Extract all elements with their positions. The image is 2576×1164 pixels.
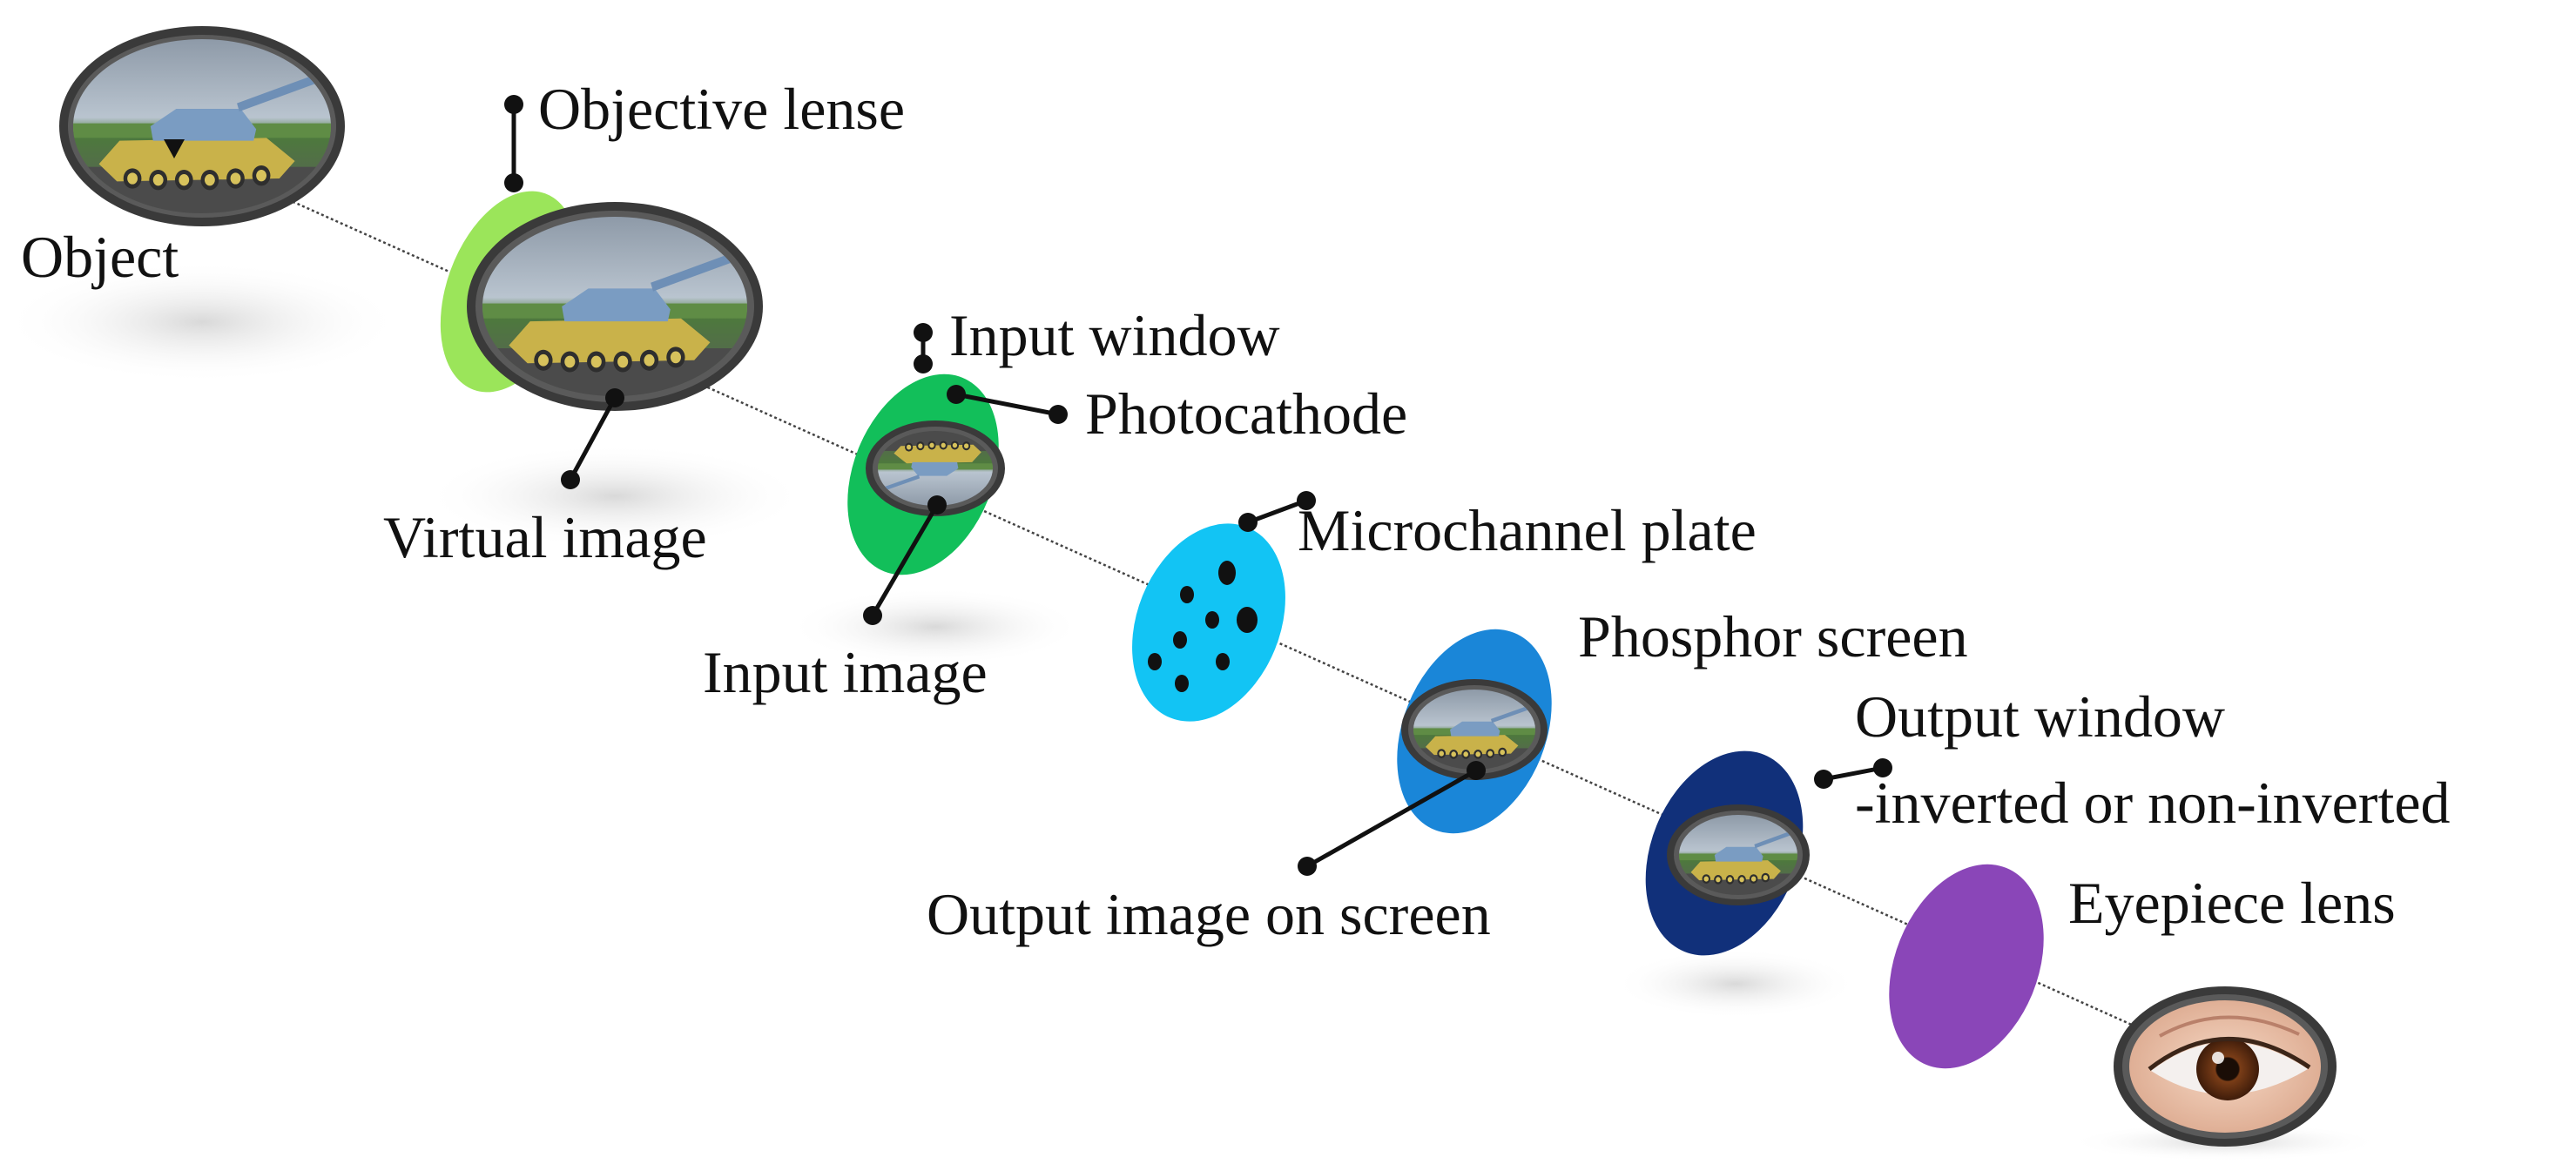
tank-image bbox=[482, 217, 747, 396]
label-microchannel-plate: Microchannel plate bbox=[1298, 497, 1757, 563]
tank-image bbox=[878, 431, 993, 506]
leader-lines bbox=[504, 95, 1892, 876]
virtual-image bbox=[467, 202, 763, 411]
ground-shadows bbox=[2, 261, 2382, 1161]
tank-image bbox=[73, 39, 331, 213]
microchannel-holes bbox=[1148, 561, 1258, 692]
labels: Object Objective lense Virtual image Inp… bbox=[21, 76, 2451, 947]
tank-image bbox=[1679, 815, 1797, 895]
microchannel-plate bbox=[1132, 523, 1285, 722]
label-eyepiece-lens: Eyepiece lens bbox=[2068, 870, 2396, 936]
output-image-on-screen bbox=[1401, 679, 1548, 780]
label-input-image: Input image bbox=[703, 639, 988, 705]
label-output-window-mode: -inverted or non-inverted bbox=[1855, 770, 2451, 836]
output-image bbox=[1667, 804, 1810, 905]
label-output-image-on-screen: Output image on screen bbox=[927, 881, 1491, 947]
tank-image bbox=[1413, 690, 1535, 770]
label-input-window: Input window bbox=[949, 302, 1280, 368]
label-virtual-image: Virtual image bbox=[383, 504, 707, 570]
eye-icon bbox=[2114, 986, 2337, 1147]
eyepiece-lens-disc bbox=[1889, 864, 2044, 1069]
label-phosphor-screen: Phosphor screen bbox=[1578, 603, 1968, 669]
label-output-window: Output window bbox=[1855, 683, 2225, 750]
label-objective-lens: Objective lense bbox=[538, 76, 905, 142]
label-object: Object bbox=[21, 224, 179, 290]
label-photocathode: Photocathode bbox=[1085, 380, 1407, 447]
input-image bbox=[866, 421, 1005, 516]
object-image bbox=[59, 26, 345, 226]
